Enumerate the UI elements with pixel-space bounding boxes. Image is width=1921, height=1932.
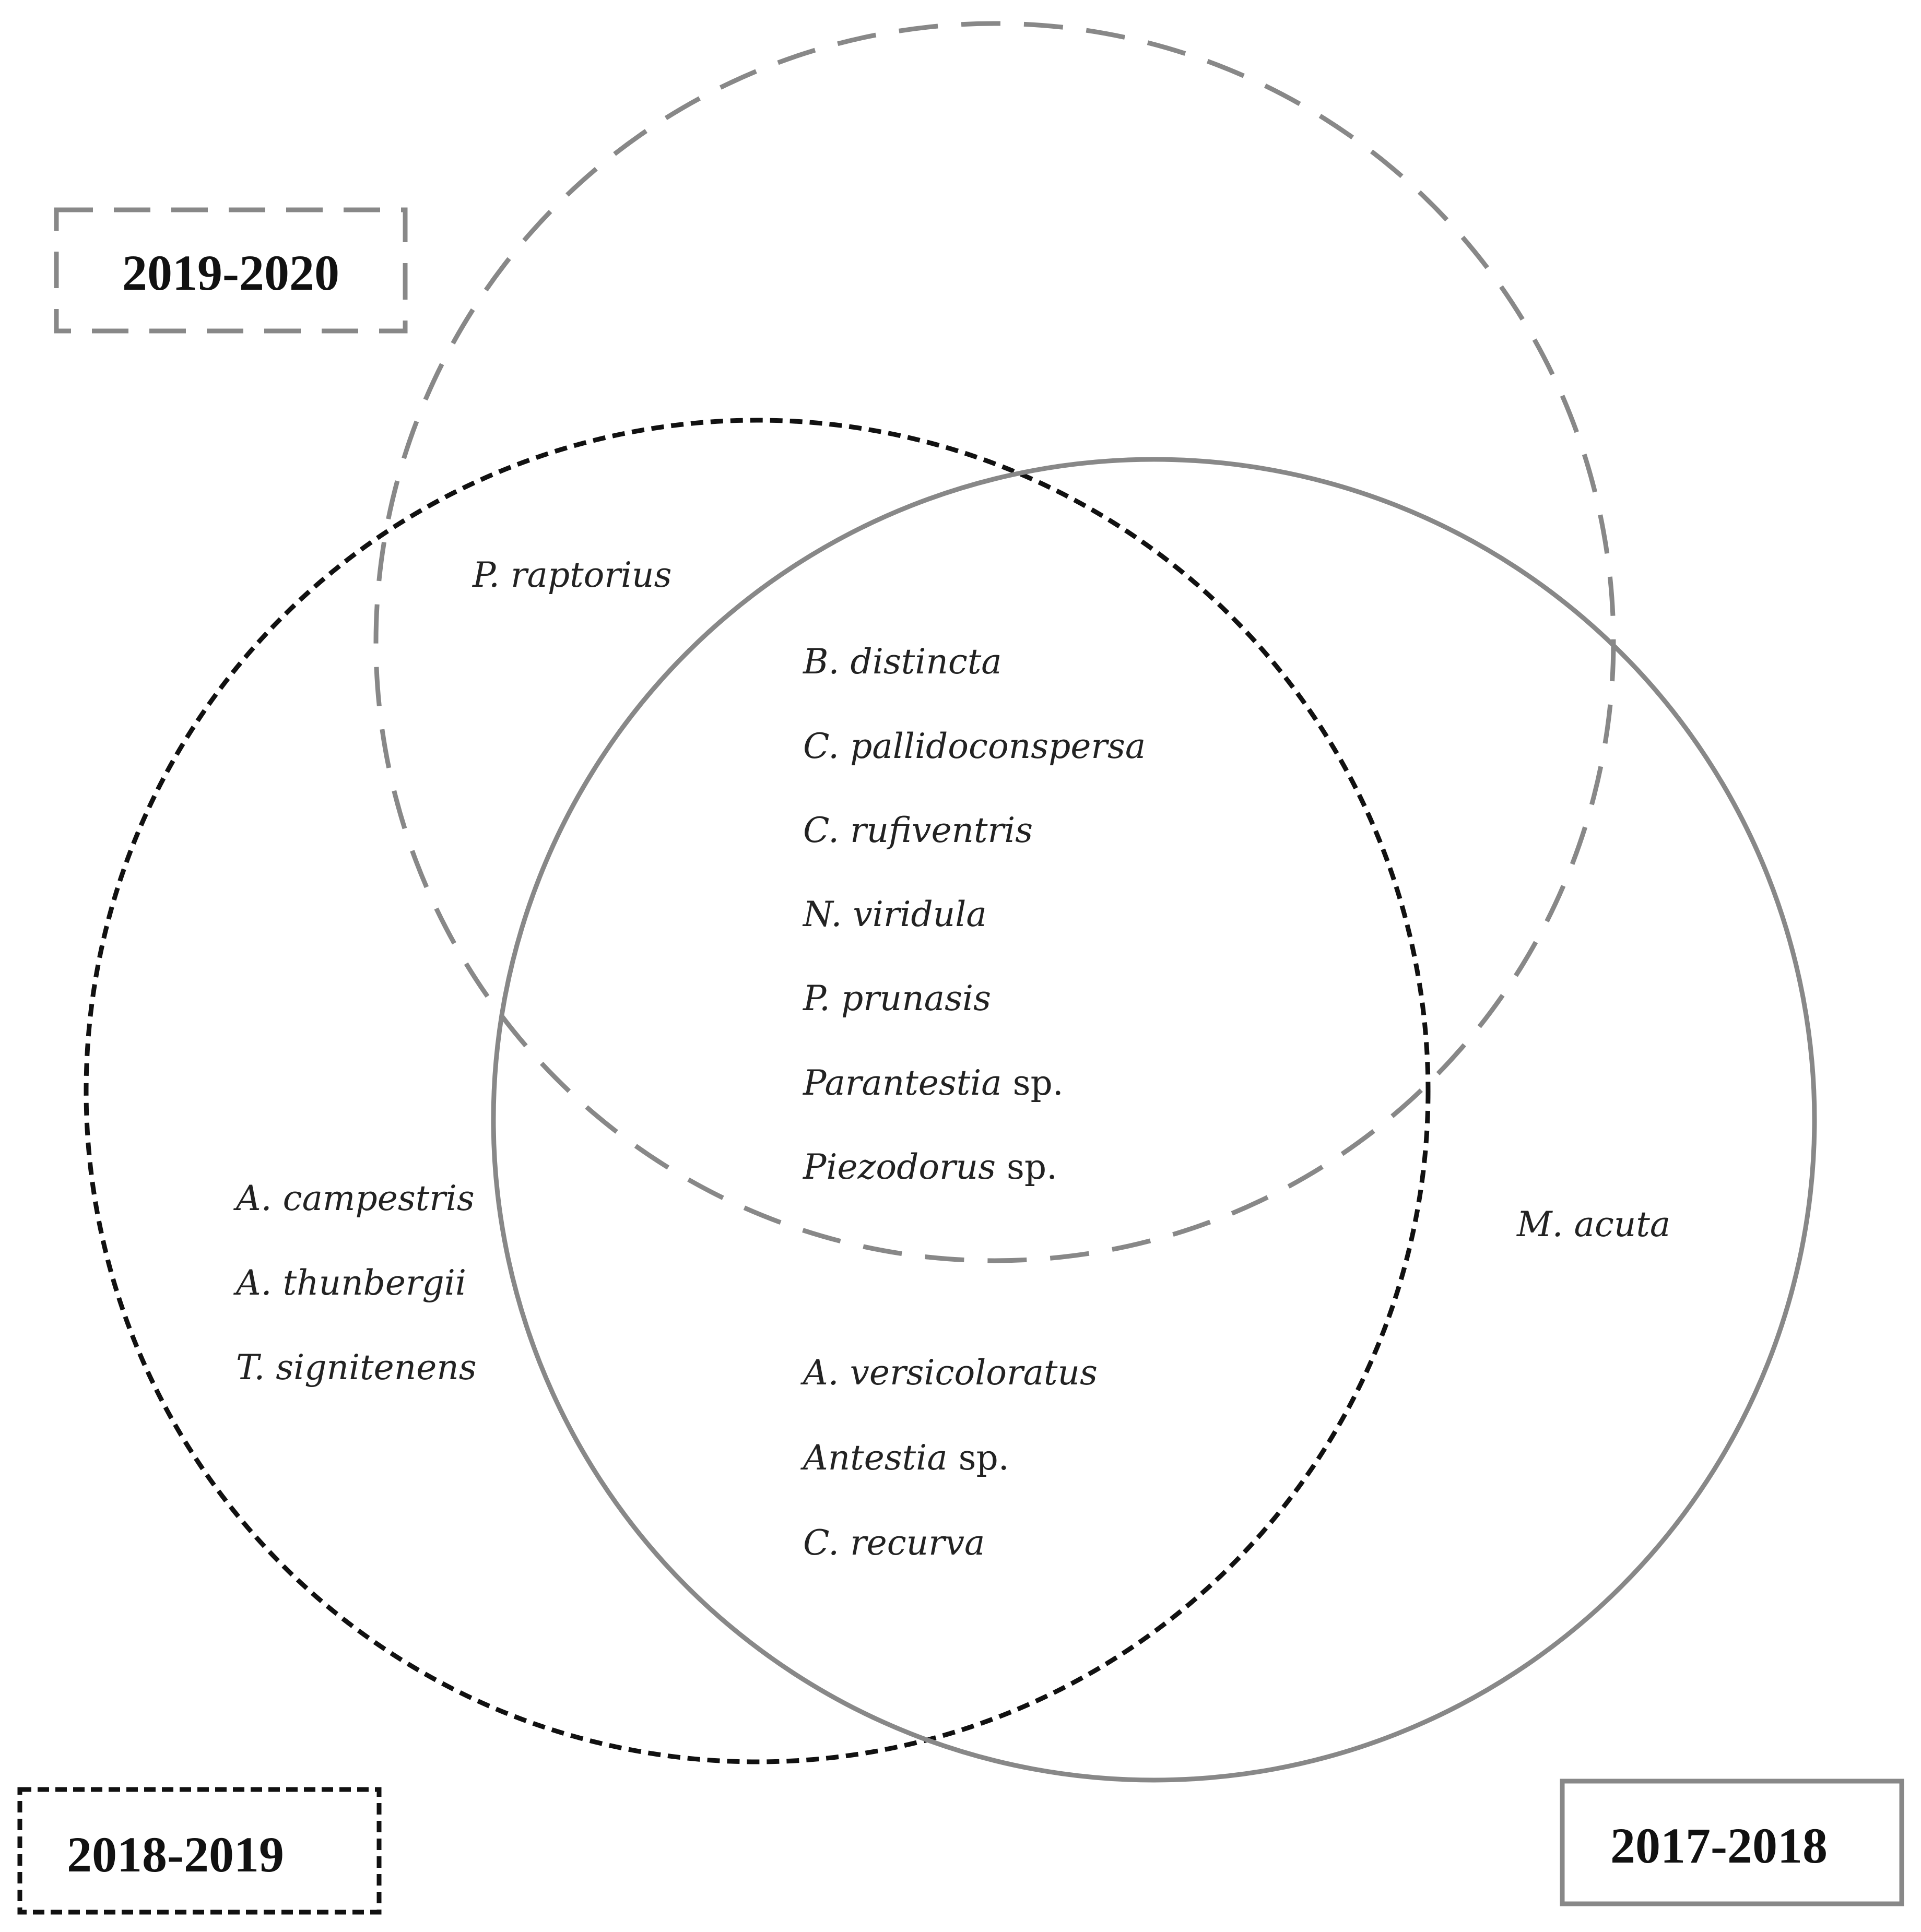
- species-p-raptorius: P. raptorius: [472, 555, 671, 595]
- legend-label-2019-2020: 2019-2020: [122, 245, 339, 301]
- species-label: T. signitenens: [236, 1347, 477, 1388]
- legend-box-2017-2018: [1560, 1779, 1904, 1906]
- circle-2017-2018: [491, 457, 1817, 1783]
- legend-label-2018-2019: 2018-2019: [67, 1827, 284, 1882]
- legend-2017-2018: 2017-2018: [1560, 1779, 1904, 1906]
- species-label: A. versicoloratus: [800, 1353, 1098, 1393]
- species-label: Antestia sp.: [800, 1438, 1009, 1478]
- species-label: A. thunbergii: [233, 1263, 466, 1303]
- circle-2018-2019: [84, 418, 1431, 1764]
- species-label: C. recurva: [803, 1523, 985, 1563]
- species-label: C. rufiventris: [803, 810, 1033, 850]
- legend-box-2019-2020: [54, 207, 408, 334]
- species-label: C. pallidoconspersa: [803, 726, 1146, 766]
- species-label: A. campestris: [233, 1178, 475, 1218]
- legend-box-2018-2019: [17, 1787, 382, 1915]
- region-2018-2019-and-2017-2018: A. versicoloratus Antestia sp. C. recurv…: [800, 1353, 1098, 1563]
- species-label: Piezodorus sp.: [803, 1147, 1057, 1187]
- region-all-three: B. distincta C. pallidoconspersa C. rufi…: [802, 642, 1146, 1187]
- species-label: P. prunasis: [803, 978, 991, 1018]
- species-label: N. viridula: [802, 894, 987, 934]
- legend-label-2017-2018: 2017-2018: [1610, 1818, 1828, 1874]
- legend-2019-2020: 2019-2020: [54, 207, 408, 334]
- species-label: Parantestia sp.: [803, 1063, 1064, 1103]
- species-label: B. distincta: [803, 642, 1002, 682]
- region-only-2018-2019: A. campestris A. thunbergii T. signitene…: [233, 1178, 477, 1388]
- legend-2018-2019: 2018-2019: [17, 1787, 382, 1915]
- species-m-acuta: M. acuta: [1516, 1204, 1670, 1244]
